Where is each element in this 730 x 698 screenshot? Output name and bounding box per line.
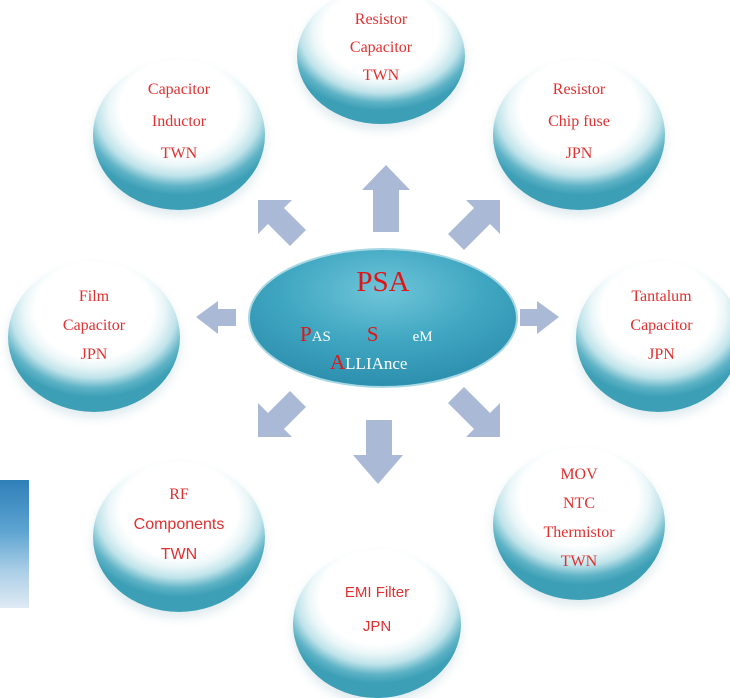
- arrow-down-icon: [353, 420, 403, 484]
- arrow-down-right-icon: [448, 387, 500, 437]
- arrow-left-icon: [196, 301, 236, 334]
- node-top-line2: Capacitor: [349, 39, 413, 56]
- node-bottom-line1: EMI Filter: [344, 584, 410, 601]
- node-right-line2: Capacitor: [630, 317, 693, 334]
- node-left-line1: Film: [78, 288, 110, 305]
- node-right: Tantalum Capacitor JPN: [576, 262, 730, 412]
- node-bottom-right-line4: TWN: [560, 553, 598, 570]
- node-top-right-line2: Chip fuse: [548, 113, 610, 130]
- node-right-line3: JPN: [648, 346, 675, 363]
- center-line1-initial: P: [300, 322, 312, 346]
- center-line1-rest: AS: [311, 329, 331, 345]
- node-left: Film Capacitor JPN: [8, 262, 180, 412]
- center-title: PSA: [356, 266, 410, 298]
- node-bottom-left-line3: TWN: [160, 546, 198, 563]
- node-bottom-right-line3: Thermistor: [543, 524, 615, 541]
- node-bottom-right: MOV NTC Thermistor TWN: [493, 448, 665, 600]
- node-bottom-left-line1: RF: [169, 486, 189, 503]
- node-top-left: Capacitor Inductor TWN: [93, 60, 265, 210]
- center-line2-rest: LLIAnce: [345, 354, 408, 373]
- arrow-right-icon: [520, 301, 559, 334]
- node-top-left-line2: Inductor: [151, 113, 207, 130]
- node-left-line3: JPN: [80, 346, 108, 363]
- center-line1-rest2: eM: [412, 329, 433, 345]
- node-top: Resistor Capacitor TWN: [297, 0, 465, 124]
- arrow-up-right-icon: [448, 200, 500, 250]
- arrow-up-left-icon: [258, 200, 306, 246]
- node-top-right: Resistor Chip fuse JPN: [493, 60, 665, 210]
- arrow-down-left-icon: [258, 391, 306, 437]
- node-bottom-left-line2: Components: [133, 516, 225, 533]
- node-bottom-right-line1: MOV: [560, 466, 598, 483]
- center-line1-initial2: S: [366, 322, 379, 346]
- center-line2: ALLIAnce: [330, 350, 407, 375]
- node-bottom-left: RF Components TWN: [93, 462, 265, 612]
- node-right-line1: Tantalum: [631, 288, 692, 305]
- sky-photo-fragment: [0, 480, 29, 608]
- node-top-line3: TWN: [362, 67, 400, 84]
- node-top-left-line3: TWN: [160, 145, 198, 162]
- node-top-right-line3: JPN: [565, 145, 593, 162]
- arrow-up-icon: [362, 165, 410, 232]
- node-top-line1: Resistor: [354, 11, 408, 28]
- center-line2-initial: A: [330, 350, 346, 374]
- node-bottom-line2: JPN: [362, 618, 392, 635]
- node-left-line2: Capacitor: [62, 317, 126, 334]
- node-top-left-line1: Capacitor: [147, 81, 211, 98]
- node-bottom: EMI Filter JPN: [293, 550, 461, 698]
- node-bottom-right-line2: NTC: [563, 495, 595, 512]
- node-top-right-line1: Resistor: [552, 81, 606, 98]
